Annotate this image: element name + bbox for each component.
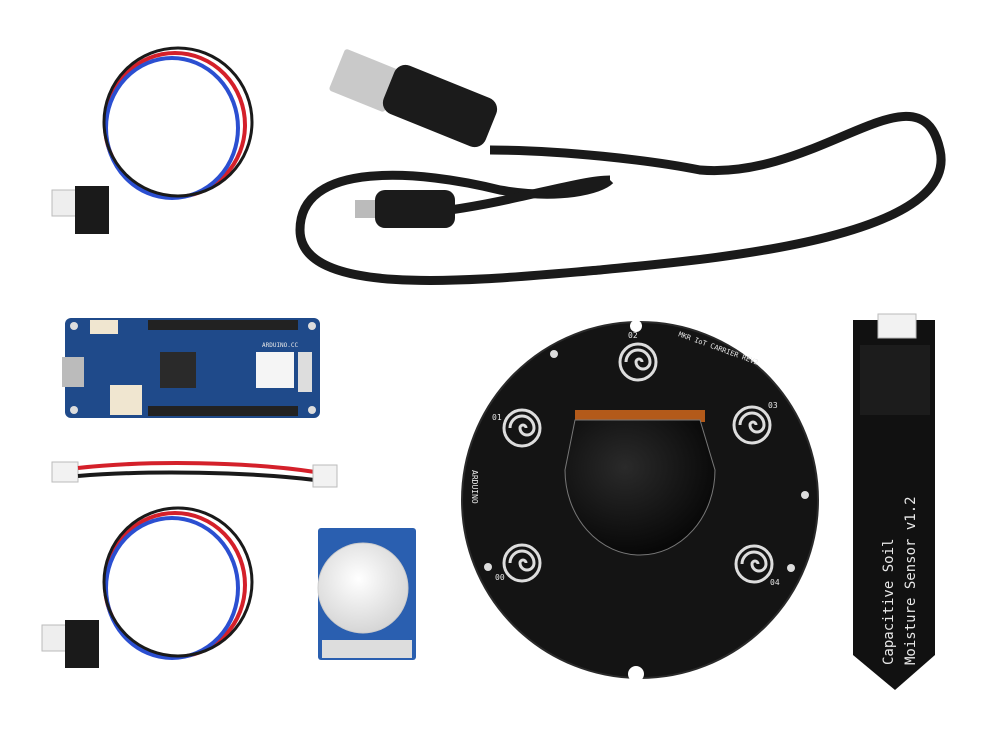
mkr-board: ARDUINO.CC: [62, 318, 320, 418]
pad-label-00: 00: [495, 573, 505, 582]
mkr-iot-carrier: 02 01 03 00 04 MKR IoT CARRIER REV2 ARDU…: [461, 320, 819, 682]
jumper-cable-top: [51, 46, 254, 234]
pad-label-01: 01: [492, 413, 502, 422]
sensor-label-line2: Moisture Sensor v1.2: [903, 496, 919, 665]
mkr-silk-label: ARDUINO.CC: [262, 342, 299, 349]
pad-label-02: 02: [628, 331, 638, 340]
pad-label-04: 04: [770, 578, 780, 587]
sensor-label-line1: Capacitive Soil: [881, 539, 897, 665]
pad-label-03: 03: [768, 401, 778, 410]
carrier-brand-label: ARDUINO: [470, 470, 479, 504]
usb-cable: [295, 49, 946, 285]
pir-motion-sensor: [317, 528, 416, 660]
battery-cable: [51, 461, 338, 488]
soil-moisture-sensor: Capacitive Soil Moisture Sensor v1.2: [853, 313, 935, 690]
jumper-cable-bottom: [41, 506, 254, 668]
